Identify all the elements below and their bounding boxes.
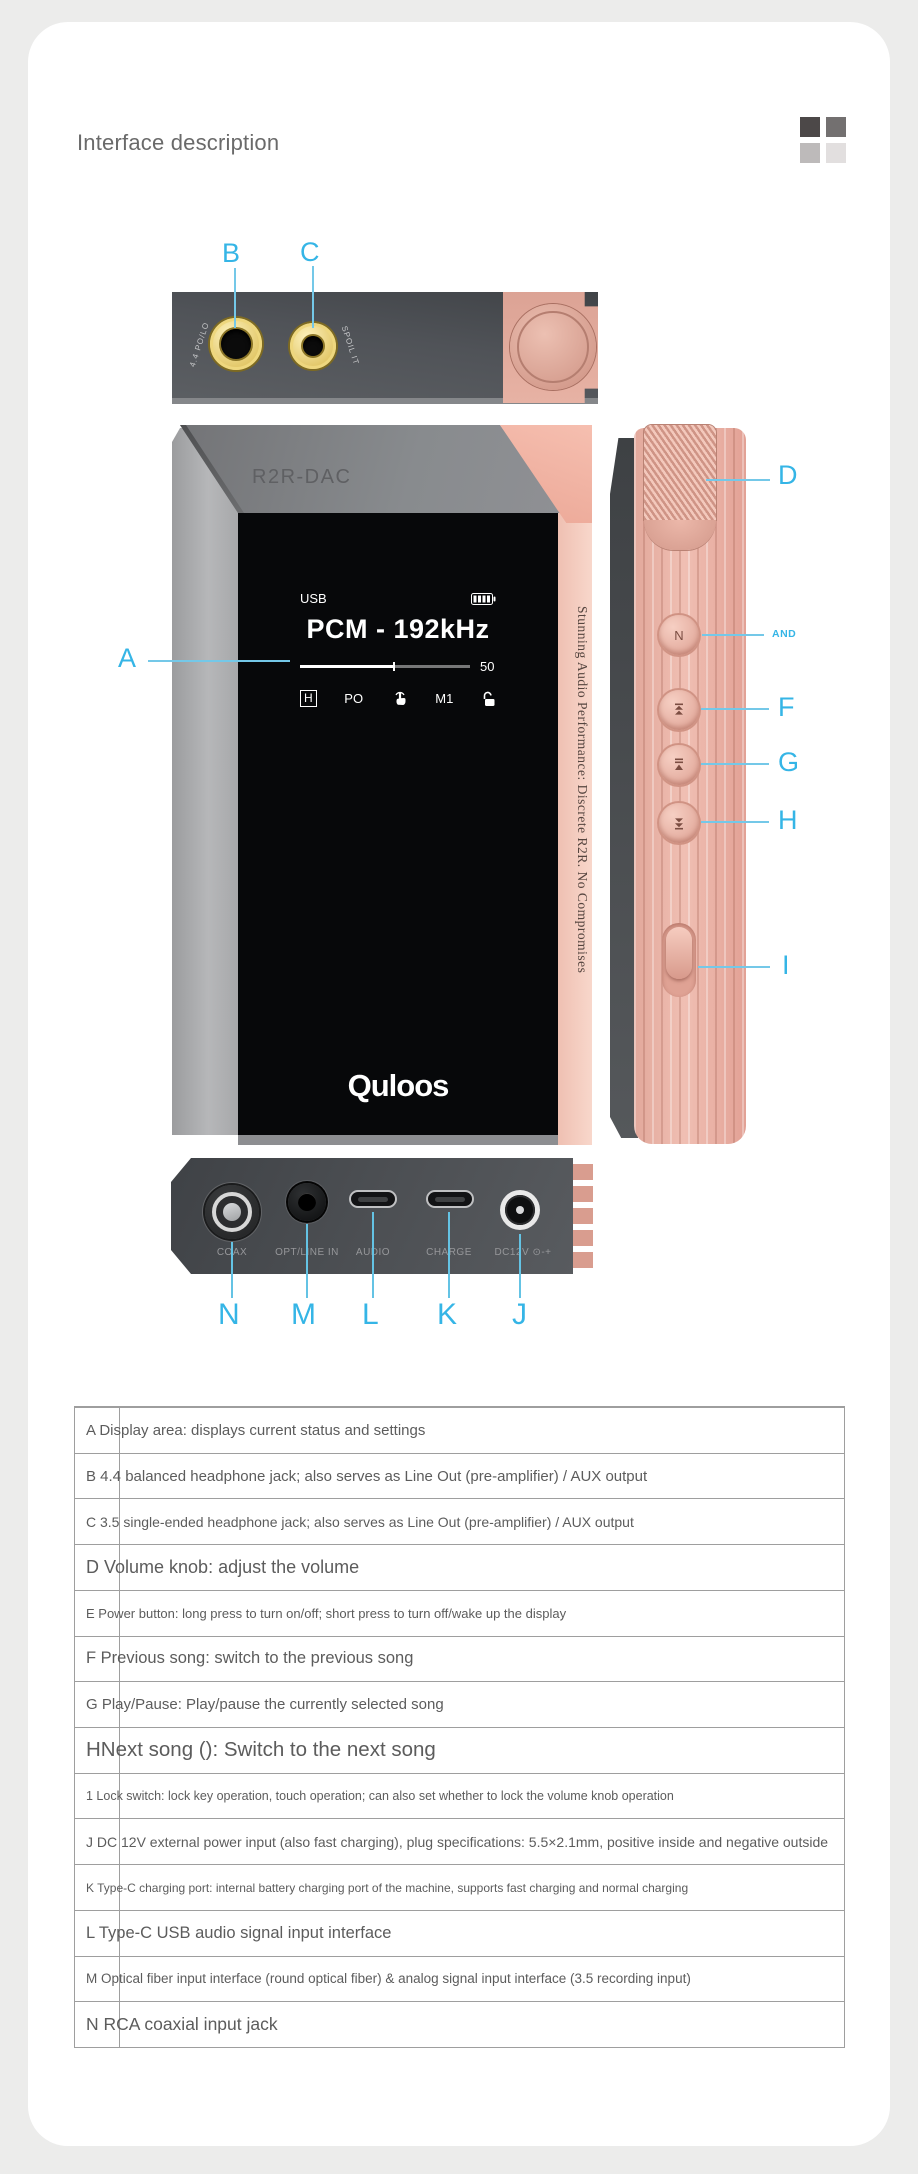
table-row: A Display area: displays current status … — [75, 1407, 844, 1453]
volume-value: 50 — [480, 659, 495, 674]
callout-j-line — [519, 1234, 521, 1298]
callout-b: B — [222, 238, 241, 268]
callout-g-line — [701, 763, 769, 765]
optical-line-in-hole — [298, 1193, 316, 1211]
coax-rca-pin — [223, 1203, 241, 1221]
callout-k-line — [448, 1212, 450, 1298]
table-row: K Type-C charging port: internal battery… — [75, 1864, 844, 1910]
interface-description-table: A Display area: displays current status … — [74, 1406, 845, 2048]
gain-indicator: H — [300, 690, 317, 707]
source-indicator: USB — [300, 591, 327, 606]
heatsink-fins — [571, 1164, 593, 1268]
table-row: D Volume knob: adjust the volume — [75, 1544, 844, 1590]
po-indicator: PO — [344, 691, 364, 706]
table-row: B 4.4 balanced headphone jack; also serv… — [75, 1452, 844, 1499]
device-front-side-strip — [558, 425, 592, 1145]
volume-knob-knurled — [644, 425, 716, 520]
table-row: G Play/Pause: Play/pause the currently s… — [75, 1681, 844, 1727]
callout-d: D — [778, 460, 798, 490]
callout-c: C — [300, 237, 320, 267]
format-readout: PCM - 192kHz — [306, 614, 490, 644]
callout-i: I — [782, 950, 790, 980]
callout-n-line — [231, 1242, 233, 1298]
callout-f: F — [778, 692, 795, 722]
decor-square-medium — [826, 117, 846, 137]
callout-a-line — [148, 660, 290, 662]
play-pause-button — [659, 745, 699, 785]
callout-i-line — [698, 966, 770, 968]
decor-square-dark — [800, 117, 820, 137]
table-row: E Power button: long press to turn on/of… — [75, 1589, 844, 1636]
callout-h-line — [701, 821, 769, 823]
usb-slot — [358, 1196, 388, 1202]
usb-audio-port — [349, 1190, 397, 1208]
brand-logo: Quloos — [347, 1068, 450, 1103]
volume-tick — [393, 662, 395, 671]
lock-switch — [662, 923, 696, 997]
table-row: 1 Lock switch: lock key operation, touch… — [75, 1772, 844, 1819]
table-row: J DC 12V external power input (also fast… — [75, 1818, 844, 1864]
display-screen: USB PCM - 192kHz 50 H — [238, 513, 558, 1135]
callout-k: K — [437, 1298, 458, 1331]
jack-hole — [303, 336, 323, 356]
table-column-divider — [119, 1407, 120, 2047]
callout-h: H — [778, 805, 798, 835]
lock-switch-slider — [666, 927, 692, 979]
usb-charge-port — [426, 1190, 474, 1208]
callout-g: G — [778, 747, 800, 777]
device-side-front-edge — [610, 438, 638, 1138]
power-button: N — [659, 615, 699, 655]
callout-e-line — [702, 634, 764, 636]
page-title: Interface description — [77, 130, 280, 155]
table-row: M Optical fiber input interface (round o… — [75, 1955, 844, 2002]
callout-l-line — [372, 1212, 374, 1298]
device-front-top-bevel — [180, 425, 565, 513]
power-button-label: N — [674, 627, 684, 643]
play-pause-icon — [675, 758, 683, 770]
single-ended-jack-3_5 — [290, 323, 336, 369]
previous-track-icon — [675, 703, 683, 715]
table-row: N RCA coaxial input jack — [75, 2001, 844, 2047]
callout-l: L — [362, 1298, 379, 1331]
touch-icon — [395, 691, 406, 705]
callout-c-line — [312, 266, 314, 328]
decor-square-lighter — [826, 143, 846, 163]
callout-b-line — [234, 268, 236, 328]
volume-fill — [300, 665, 394, 668]
previous-song-button — [659, 690, 699, 730]
callout-n: N — [218, 1298, 240, 1331]
device-front-left-bevel — [172, 428, 238, 1135]
usb-slot — [435, 1196, 465, 1202]
screen-icon-row: H PO M1 — [300, 690, 496, 707]
volume-knob-top-view — [510, 304, 596, 390]
side-tagline: Stunning Audio Performance: Discrete R2R… — [575, 606, 590, 974]
volume-slider: 50 — [300, 659, 496, 674]
device-top-view-edge — [172, 398, 598, 404]
decor-square-light — [800, 143, 820, 163]
callout-f-line — [701, 708, 769, 710]
callout-d-line — [706, 479, 770, 481]
unlock-icon — [483, 691, 495, 706]
callout-e: AND — [772, 628, 797, 640]
port-label-dc: DC12V ⊙-+ — [494, 1247, 552, 1258]
callout-a: A — [118, 643, 137, 673]
model-engraving: R2R-DAC — [252, 466, 352, 488]
callout-j: J — [512, 1298, 527, 1331]
device-front-bottom-edge — [238, 1135, 558, 1145]
memory-indicator: M1 — [435, 691, 454, 706]
next-song-button — [659, 803, 699, 843]
table-row: F Previous song: switch to the previous … — [75, 1635, 844, 1682]
jack-hole — [221, 329, 251, 359]
screen-status-block: USB PCM - 192kHz 50 H — [300, 591, 496, 707]
dc-power-pin — [516, 1206, 524, 1214]
balanced-jack-4_4 — [210, 318, 262, 370]
callout-m: M — [291, 1298, 316, 1331]
battery-icon — [471, 592, 496, 605]
volume-track — [300, 662, 470, 671]
table-row: HNext song (): Switch to the next song — [75, 1727, 844, 1773]
table-row: C 3.5 single-ended headphone jack; also … — [75, 1498, 844, 1544]
callout-m-line — [306, 1224, 308, 1298]
next-track-icon — [675, 818, 683, 830]
table-row: L Type-C USB audio signal input interfac… — [75, 1909, 844, 1956]
